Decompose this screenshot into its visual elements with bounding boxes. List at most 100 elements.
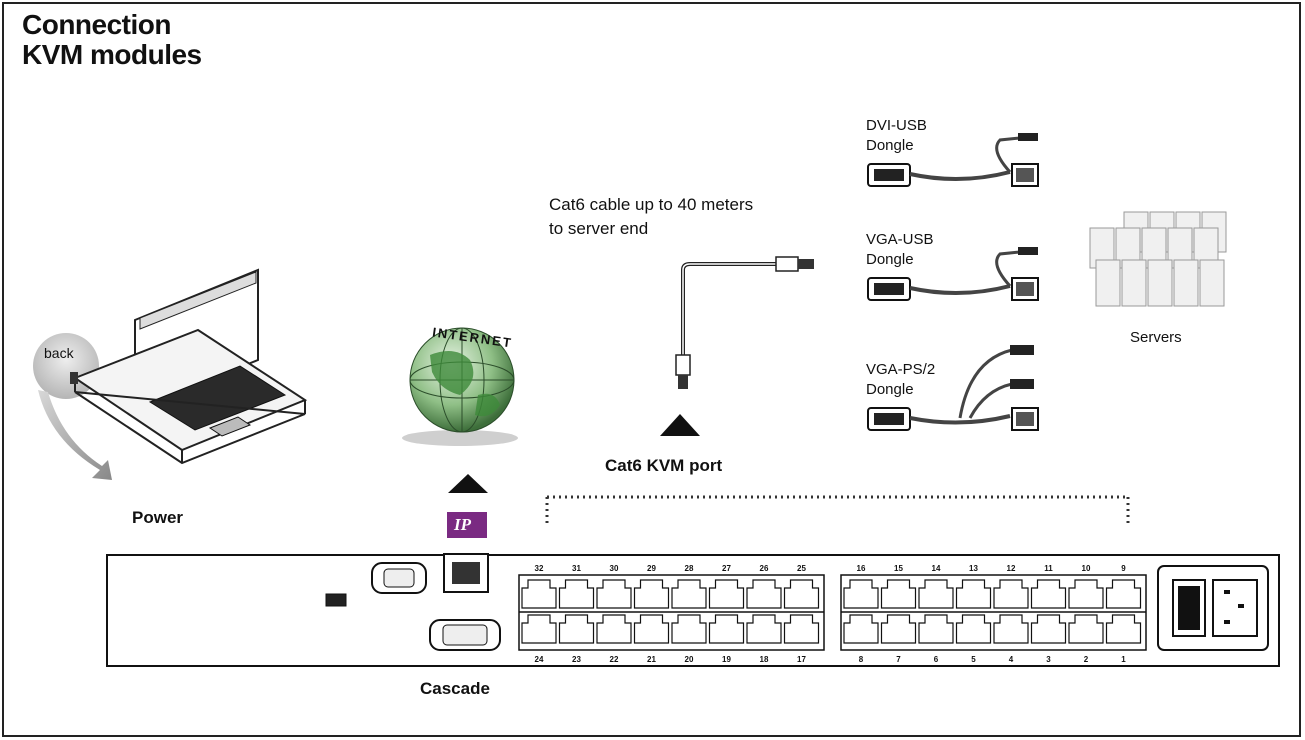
rj45-port-5 <box>955 614 992 644</box>
port-bracket <box>545 495 1130 525</box>
title-line-1: Connection <box>22 9 171 40</box>
cascade-label: Cascade <box>420 679 490 698</box>
port-number-11: 11 <box>1044 564 1053 573</box>
rj45-port-29 <box>633 579 670 609</box>
port-number-12: 12 <box>1007 564 1016 573</box>
title-line-2: KVM modules <box>22 39 202 70</box>
port-number-16: 16 <box>857 564 866 573</box>
port-number-15: 15 <box>894 564 903 573</box>
power-socket-icon <box>1212 579 1258 637</box>
rj45-port-26 <box>746 579 782 609</box>
rj45-port-9 <box>1105 579 1142 609</box>
dongle-vga-usb <box>867 247 1039 301</box>
port-number-29: 29 <box>647 564 656 573</box>
port-number-5: 5 <box>971 655 976 664</box>
diagram-title: Connection KVM modules <box>22 10 202 70</box>
internet-globe <box>402 327 518 446</box>
port-number-8: 8 <box>859 655 864 664</box>
rj45-port-25 <box>783 579 820 609</box>
rj45-port-13 <box>955 579 992 609</box>
rj45-port-2 <box>1068 614 1104 644</box>
rj45-port-22 <box>596 614 632 644</box>
port-number-13: 13 <box>969 564 978 573</box>
rj45-port-8 <box>843 614 879 644</box>
dongle-type: Dongle <box>866 137 914 154</box>
port-number-14: 14 <box>932 564 941 573</box>
rj45-port-3 <box>1030 614 1067 644</box>
cat6-arrow-icon <box>660 414 700 436</box>
power-led-icon <box>325 593 347 607</box>
ip-label: IP <box>454 515 471 534</box>
port-number-18: 18 <box>760 655 769 664</box>
rj45-port-30 <box>596 579 632 609</box>
dongle-vga-ps2-label: VGA-PS/2 Dongle <box>866 360 935 400</box>
servers-icon <box>1089 211 1227 307</box>
port-number-32: 32 <box>535 564 544 573</box>
dongle-dvi-usb-label: DVI-USB Dongle <box>866 116 927 156</box>
rj45-port-28 <box>671 579 707 609</box>
rj45-port-31 <box>558 579 595 609</box>
cat6-cable <box>675 256 814 389</box>
rj45-port-18 <box>746 614 782 644</box>
port-number-19: 19 <box>722 655 731 664</box>
port-number-22: 22 <box>610 655 619 664</box>
rj45-port-17 <box>783 614 820 644</box>
port-number-4: 4 <box>1009 655 1014 664</box>
rj45-port-32 <box>521 579 557 609</box>
cat6-cable-line-1: Cat6 cable up to 40 meters <box>549 195 754 214</box>
rj45-port-7 <box>880 614 917 644</box>
port-number-9: 9 <box>1121 564 1126 573</box>
dongle-dvi-usb <box>867 133 1039 187</box>
dongle-type: Dongle <box>866 251 914 268</box>
rj45-port-24 <box>521 614 557 644</box>
dongle-vga-ps2 <box>867 345 1039 431</box>
port-number-20: 20 <box>685 655 694 664</box>
power-label: Power <box>132 508 184 527</box>
rj45-port-20 <box>671 614 707 644</box>
servers-label: Servers <box>1130 329 1182 346</box>
cat6-cable-label: Cat6 cable up to 40 meters to server end <box>549 193 753 241</box>
cat6-cable-line-2: to server end <box>549 219 649 238</box>
dongle-name: DVI-USB <box>866 117 927 134</box>
rj45-port-4 <box>993 614 1029 644</box>
dongle-name: VGA-USB <box>866 231 934 248</box>
port-number-27: 27 <box>722 564 731 573</box>
port-number-21: 21 <box>647 655 656 664</box>
port-number-28: 28 <box>685 564 694 573</box>
rj45-ports <box>521 579 1142 644</box>
port-number-3: 3 <box>1046 655 1051 664</box>
rj45-port-1 <box>1105 614 1142 644</box>
rj45-port-6 <box>918 614 954 644</box>
port-number-24: 24 <box>535 655 544 664</box>
port-number-10: 10 <box>1082 564 1091 573</box>
dongle-name: VGA-PS/2 <box>866 361 936 378</box>
port-number-7: 7 <box>896 655 901 664</box>
console-keyboard <box>148 365 287 431</box>
rj45-port-15 <box>880 579 917 609</box>
rj45-port-10 <box>1068 579 1104 609</box>
dongle-type: Dongle <box>866 381 914 398</box>
rj45-port-23 <box>558 614 595 644</box>
back-label: back <box>44 345 74 361</box>
port-number-1: 1 <box>1121 655 1126 664</box>
rj45-port-27 <box>708 579 745 609</box>
rj45-port-19 <box>708 614 745 644</box>
back-arrow-icon <box>38 390 112 480</box>
rj45-port-16 <box>843 579 879 609</box>
rj45-port-21 <box>633 614 670 644</box>
port-number-2: 2 <box>1084 655 1089 664</box>
port-number-25: 25 <box>797 564 806 573</box>
rj45-port-12 <box>993 579 1029 609</box>
port-number-23: 23 <box>572 655 581 664</box>
console-touchpad <box>208 416 252 437</box>
port-number-26: 26 <box>760 564 769 573</box>
dongle-vga-usb-label: VGA-USB Dongle <box>866 230 934 270</box>
cat6-port-label: Cat6 KVM port <box>605 456 723 475</box>
port-numbers: 3224312330222921282027192618251716815714… <box>535 564 1127 664</box>
port-number-31: 31 <box>572 564 581 573</box>
port-number-17: 17 <box>797 655 806 664</box>
lan-port-icon <box>443 553 489 593</box>
lcd-console <box>33 268 308 480</box>
